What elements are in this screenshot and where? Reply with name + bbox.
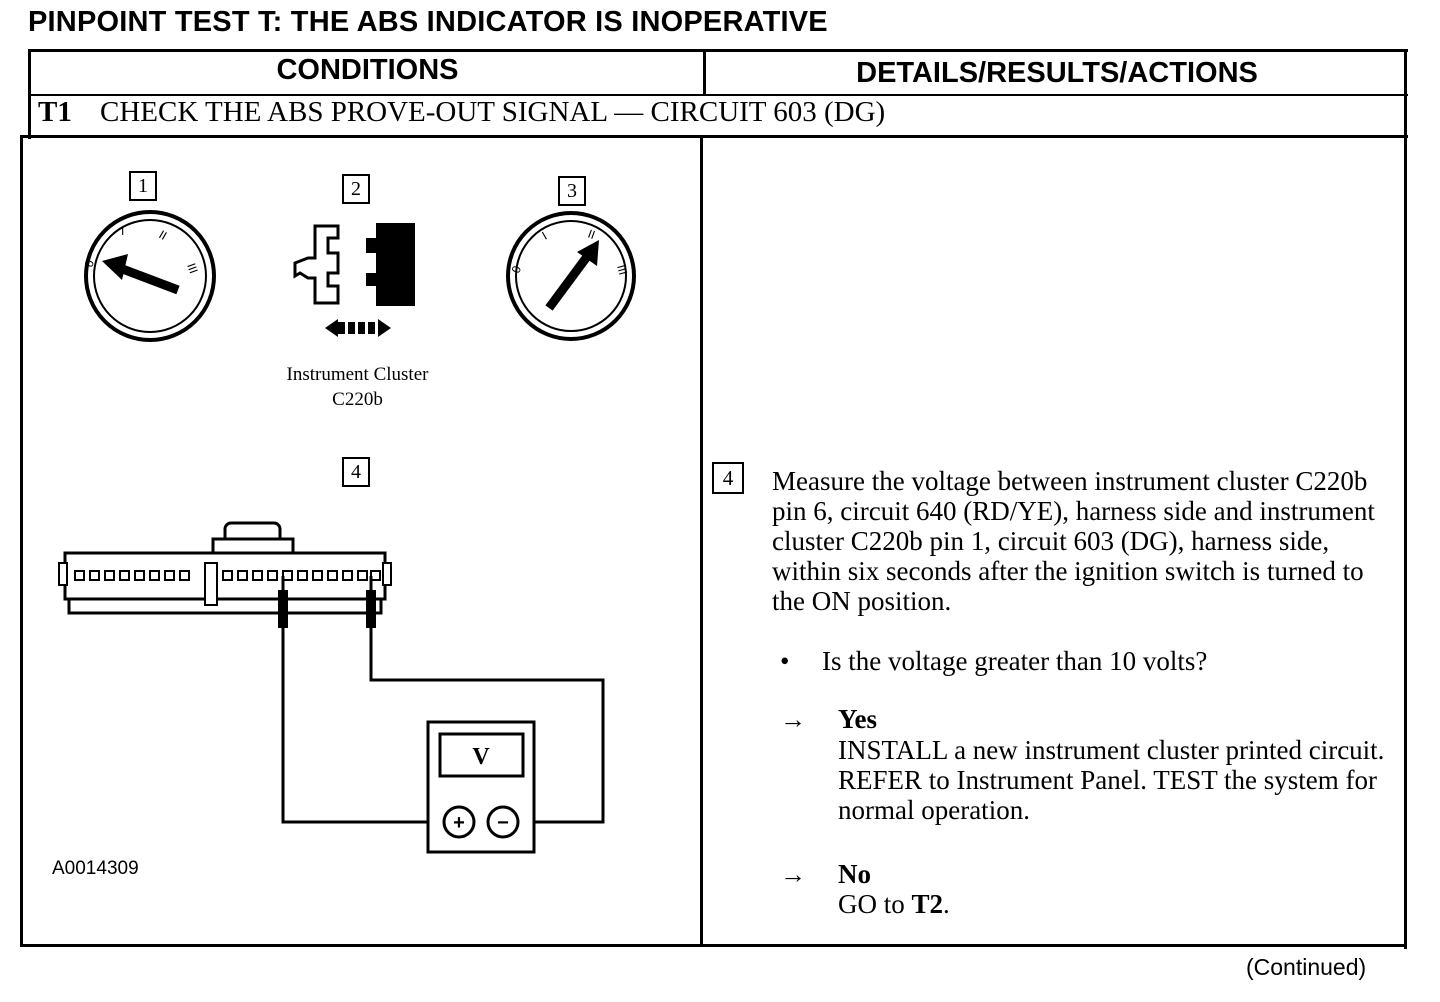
no-label: No bbox=[838, 859, 871, 889]
test-leads-icon bbox=[281, 628, 605, 824]
table-column-divider-top bbox=[703, 49, 706, 95]
ignition-switch-on-icon: 0 I II III bbox=[506, 211, 636, 341]
details-header: DETAILS/RESULTS/ACTIONS bbox=[856, 57, 1258, 89]
ignition-label-0: 0 bbox=[82, 258, 98, 269]
table-border-left-lower bbox=[20, 137, 23, 947]
voltmeter-display: V bbox=[472, 744, 490, 770]
callout-3: 3 bbox=[558, 176, 586, 206]
yes-action: INSTALL a new instrument cluster printed… bbox=[838, 735, 1385, 825]
table-border-bottom bbox=[20, 944, 1407, 947]
cluster-caption-line2: C220b bbox=[332, 389, 383, 410]
instruction-text: Measure the voltage between instrument c… bbox=[772, 466, 1375, 616]
callout-2: 2 bbox=[342, 174, 370, 204]
yes-label: Yes bbox=[838, 704, 877, 734]
question-text: Is the voltage greater than 10 volts? bbox=[822, 646, 1208, 676]
ignition-on-label-3: III bbox=[614, 263, 630, 276]
table-step-divider bbox=[20, 135, 1408, 138]
voltmeter-icon: V + − bbox=[426, 720, 536, 854]
cluster-caption-line1: Instrument Cluster bbox=[286, 364, 429, 385]
question: • Is the voltage greater than 10 volts? bbox=[780, 646, 1207, 677]
callout-1: 1 bbox=[129, 171, 157, 201]
conditions-header: CONDITIONS bbox=[276, 54, 459, 86]
ignition-label-3: III bbox=[184, 261, 201, 275]
voltmeter-minus-jack: − bbox=[497, 812, 509, 834]
cluster-caption: Instrument Cluster C220b bbox=[255, 362, 460, 412]
question-bullet: • bbox=[780, 646, 790, 676]
ignition-label-1: I bbox=[121, 224, 124, 238]
no-action-suffix: . bbox=[943, 889, 950, 919]
callout-4: 4 bbox=[342, 457, 370, 487]
voltmeter-plus-jack: + bbox=[453, 812, 465, 834]
ignition-on-label-0: 0 bbox=[509, 264, 525, 275]
step-row: T1 CHECK THE ABS PROVE-OUT SIGNAL — CIRCU… bbox=[38, 96, 885, 129]
step-title: CHECK THE ABS PROVE-OUT SIGNAL — CIRCUIT… bbox=[100, 96, 886, 128]
table-column-divider bbox=[700, 136, 703, 946]
table-header-divider bbox=[28, 94, 1408, 96]
no-action-target[interactable]: T2 bbox=[911, 889, 944, 919]
connector-disconnect-icon bbox=[293, 223, 415, 337]
ignition-on-label-1: I bbox=[540, 229, 550, 243]
ignition-on-label-2: II bbox=[586, 227, 597, 242]
no-action: GO to T2. bbox=[838, 889, 1398, 919]
figure-id: A0014309 bbox=[52, 858, 139, 879]
step-id: T1 bbox=[38, 96, 72, 128]
continued-label: (Continued) bbox=[1246, 954, 1367, 980]
no-action-prefix: GO to bbox=[838, 889, 912, 919]
table-border-right bbox=[1404, 49, 1407, 949]
test-probes-icon bbox=[278, 576, 376, 628]
yes-arrow-icon: → bbox=[780, 705, 806, 734]
c220b-connector-icon bbox=[58, 521, 392, 615]
page-title: PINPOINT TEST T: THE ABS INDICATOR IS IN… bbox=[28, 6, 828, 38]
details-step-callout: 4 bbox=[712, 462, 744, 494]
ignition-switch-off-icon: 0 I II III bbox=[82, 210, 216, 342]
no-arrow-icon: → bbox=[780, 860, 806, 889]
table-border-top bbox=[28, 49, 1408, 52]
